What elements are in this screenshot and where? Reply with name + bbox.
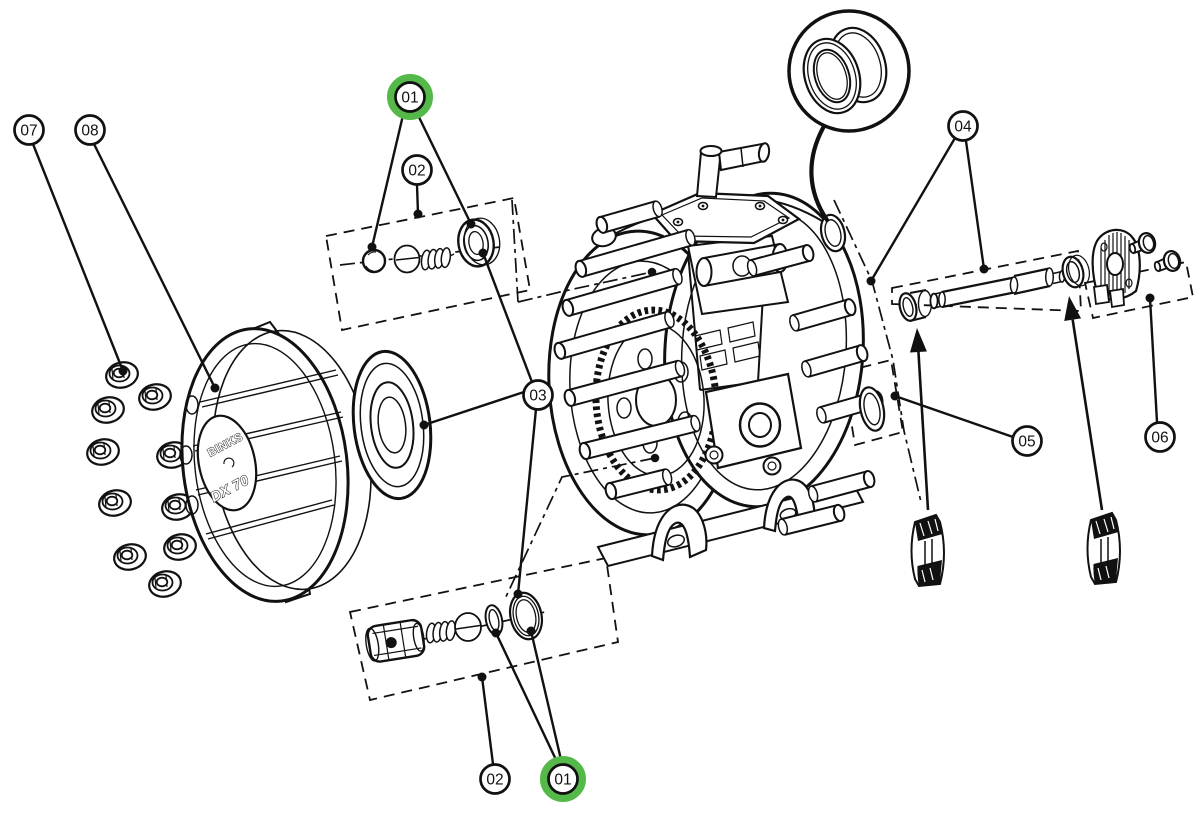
right-bushing bbox=[1061, 255, 1085, 289]
callout-01[interactable]: 01 bbox=[540, 756, 586, 802]
callout-label: 01 bbox=[401, 90, 418, 107]
bottom-valve-group-box bbox=[348, 556, 620, 702]
group-boundaries bbox=[324, 196, 1195, 702]
callout-02[interactable]: 02 bbox=[401, 154, 433, 186]
pump-chamber bbox=[704, 372, 803, 470]
cover-shell bbox=[180, 327, 350, 603]
callout-03[interactable]: 03 bbox=[522, 379, 554, 411]
top-valve-group-box bbox=[324, 196, 532, 332]
callout-08[interactable]: 08 bbox=[74, 114, 106, 146]
valve-spring bbox=[419, 246, 455, 272]
arrow-head bbox=[909, 328, 927, 353]
gland-ring bbox=[819, 213, 847, 253]
callout-07[interactable]: 07 bbox=[13, 114, 45, 146]
elbow-stem bbox=[695, 148, 723, 199]
bottom-valve-set bbox=[365, 591, 544, 663]
sleeve-left bbox=[910, 514, 945, 587]
valve-seat bbox=[457, 218, 495, 268]
leader-lines bbox=[31, 110, 1159, 765]
callout-label: 08 bbox=[81, 123, 98, 140]
arrow-head bbox=[1064, 296, 1082, 322]
callout-02[interactable]: 02 bbox=[479, 763, 511, 795]
callout-balloons: 07 08 01 02 03 04 05 06 02 01 bbox=[13, 74, 1176, 802]
shaft-o-ring bbox=[858, 386, 886, 432]
shaft-assembly bbox=[898, 254, 1091, 322]
left-bushing bbox=[898, 292, 918, 322]
plate-screw bbox=[1152, 248, 1184, 274]
callout-label: 03 bbox=[529, 388, 546, 405]
flange-nuts bbox=[83, 357, 200, 602]
pump-cover: BINKS DX 70 bbox=[179, 320, 372, 604]
callout-label: 07 bbox=[20, 123, 37, 140]
detail-magnifier bbox=[787, 9, 911, 223]
plate-screw bbox=[1127, 230, 1159, 256]
air-valve-plate bbox=[1091, 228, 1184, 309]
callout-01[interactable]: 01 bbox=[387, 74, 433, 120]
diaphragm bbox=[351, 349, 433, 501]
shaft bbox=[941, 276, 1015, 309]
pump-body bbox=[547, 142, 886, 568]
valve-ball bbox=[361, 248, 387, 274]
callout-04[interactable]: 04 bbox=[947, 110, 979, 142]
callout-label: 06 bbox=[1151, 430, 1168, 447]
magnifier-leader bbox=[809, 125, 830, 223]
valve-spring bbox=[424, 619, 460, 645]
fluid-port bbox=[738, 402, 782, 448]
callout-label: 02 bbox=[486, 772, 503, 789]
foot-left bbox=[650, 503, 708, 562]
callout-label: 01 bbox=[554, 772, 571, 789]
callout-label: 05 bbox=[1018, 434, 1035, 451]
callout-label: 02 bbox=[408, 163, 425, 180]
callout-06[interactable]: 06 bbox=[1144, 421, 1176, 453]
callout-05[interactable]: 05 bbox=[1011, 425, 1043, 457]
highlight-ring bbox=[540, 756, 586, 802]
brand-label-oval bbox=[196, 414, 258, 512]
large-o-ring bbox=[508, 591, 544, 641]
highlight-ring bbox=[387, 74, 433, 120]
callout-label: 04 bbox=[954, 119, 972, 136]
assembly-arrows bbox=[909, 296, 1104, 511]
sleeve-right bbox=[1086, 512, 1121, 585]
shaft-group-box bbox=[891, 249, 1082, 312]
air-valve-plate-group-box bbox=[1083, 260, 1195, 320]
rubber-sleeves bbox=[910, 512, 1121, 587]
valve-cage bbox=[365, 618, 426, 663]
